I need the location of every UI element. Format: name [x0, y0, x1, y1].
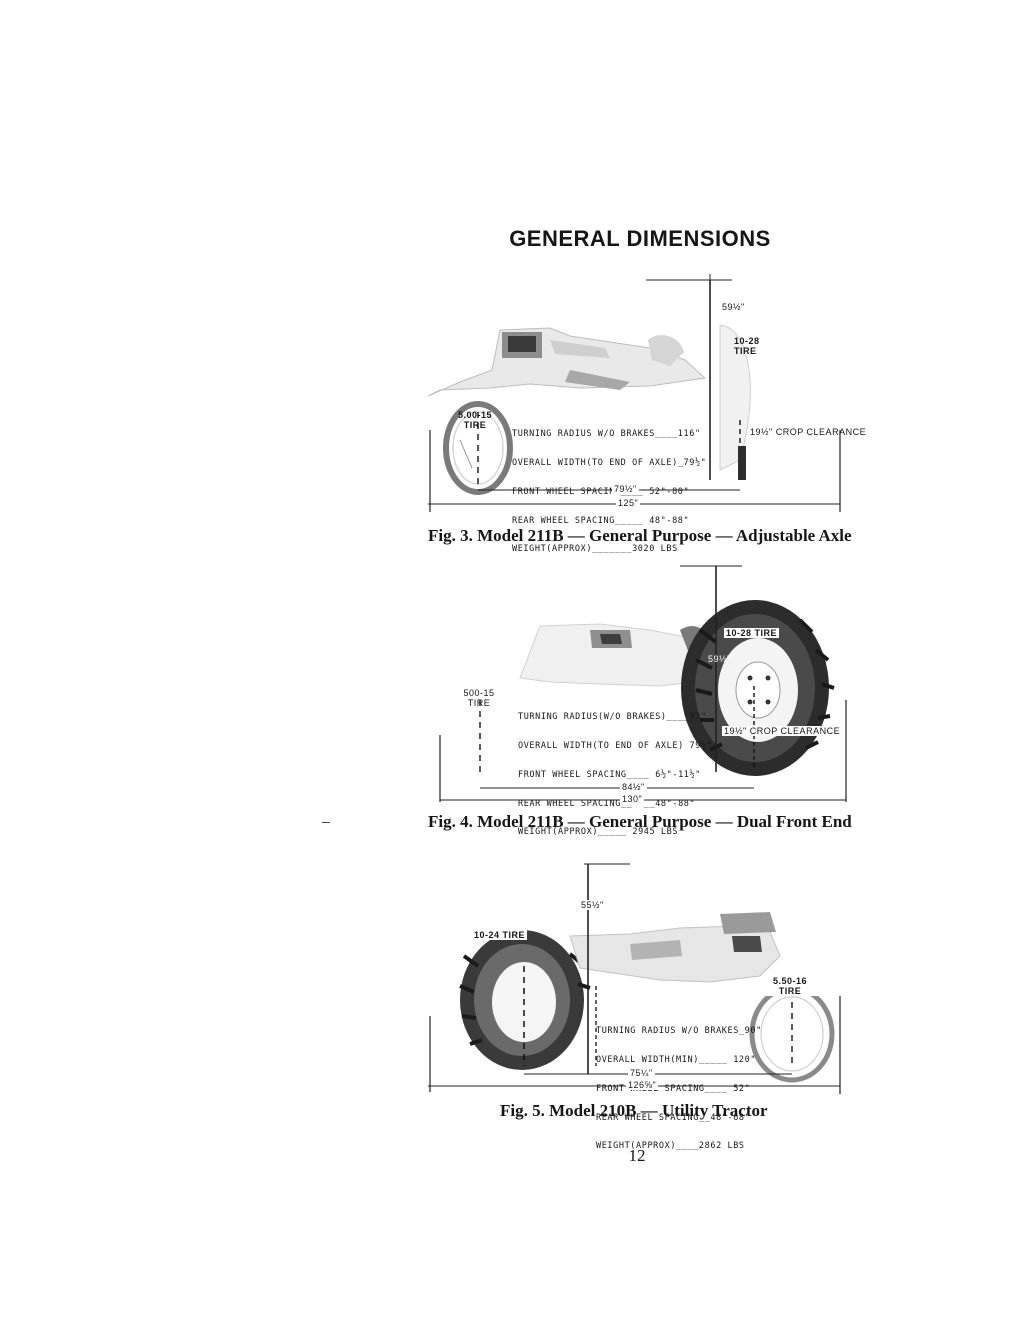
figure-5: 55½" 10-24 TIRE 5.50-16 TIRE TURNING RAD…	[420, 856, 860, 1151]
front-tire-label: 500-15 TIRE	[463, 688, 495, 708]
rear-tire-label: 10-24 TIRE	[472, 930, 528, 940]
front-tire-label: 5.00-15 TIRE	[457, 410, 493, 430]
figure-3-caption: Fig. 3. Model 211B — General Purpose — A…	[428, 526, 852, 545]
crop-clearance-label: 19½" CROP CLEARANCE	[722, 726, 843, 736]
rear-tire-label: 10-28 TIRE	[724, 628, 780, 638]
spec-front-wheel-spacing: FRONT WHEEL SPACING____ 52"-80"	[512, 486, 690, 497]
spec-rear-wheel-spacing: REAR WHEEL SPACING__ __48"-88"	[518, 798, 696, 809]
overall-length-label: 125"	[616, 498, 641, 508]
tractor-drawing-adjustable-axle	[427, 274, 841, 512]
spec-front-wheel-spacing: FRONT WHEEL SPACING____ 52"	[596, 1083, 751, 1094]
page-title: GENERAL DIMENSIONS	[509, 226, 771, 251]
spec-weight: WEIGHT(APPROX)____2862 LBS	[596, 1141, 745, 1152]
spec-turning-radius: TURNING RADIUS(W/O BRAKES)____93"	[518, 712, 707, 723]
overall-length-label: 130"	[620, 794, 645, 804]
figure-4-caption: Fig. 4. Model 211B — General Purpose — D…	[428, 812, 852, 831]
spec-front-wheel-spacing: FRONT WHEEL SPACING____ 6½"-11½"	[518, 769, 701, 780]
rear-tire-label: 10-28 TIRE	[734, 336, 760, 356]
wheelbase-label: 84½"	[620, 782, 647, 792]
tractor-drawing-utility	[428, 863, 841, 1094]
spec-overall-width: OVERALL WIDTH(TO END OF AXLE)_79½"	[512, 457, 707, 468]
spec-overall-width: OVERALL WIDTH(MIN)_____ 120"	[596, 1054, 757, 1065]
spec-weight: WEIGHT(APPROX)_______3020 LBS	[512, 544, 678, 555]
wheelbase-label: 75¼"	[628, 1068, 655, 1078]
stray-mark	[322, 822, 330, 823]
height-dimension-label: 59½"	[708, 654, 731, 664]
spec-weight: WEIGHT(APPROX)_____ 2945 LBS	[518, 827, 679, 838]
figure-4: 59½" 10-28 TIRE 500-15 TIRE TURNING RADI…	[420, 560, 860, 837]
spec-rear-wheel-spacing: REAR WHEEL SPACING_____ 48"-88"	[512, 515, 690, 526]
figure-3: 59½" 10-28 TIRE 5.00-15 TIRE TURNING RAD…	[420, 270, 866, 554]
height-dimension-label: 59½"	[722, 302, 745, 312]
front-tire-label: 5.50-16 TIRE	[760, 976, 820, 996]
spec-rear-wheel-spacing: REAR WHEEL SPACING__48"-68"	[596, 1112, 751, 1123]
height-dimension-label: 55½"	[580, 900, 605, 910]
wheelbase-label: 79½"	[612, 484, 639, 494]
spec-list: TURNING RADIUS(W/O BRAKES)____93" OVERAL…	[518, 694, 712, 857]
overall-length-label: 126⅝"	[626, 1080, 659, 1090]
figure-5-caption: Fig. 5. Model 210B — Utility Tractor	[500, 1101, 768, 1120]
spec-list: TURNING RADIUS W/O BRAKES____116" OVERAL…	[512, 411, 706, 574]
crop-clearance-label: 19½" CROP CLEARANCE	[750, 427, 867, 437]
page-number: 12	[628, 1146, 646, 1165]
spec-turning-radius: TURNING RADIUS W/O BRAKES_90"	[596, 1026, 762, 1037]
spec-overall-width: OVERALL WIDTH(TO END OF AXLE) 79½"	[518, 740, 713, 751]
spec-turning-radius: TURNING RADIUS W/O BRAKES____116"	[512, 429, 701, 440]
